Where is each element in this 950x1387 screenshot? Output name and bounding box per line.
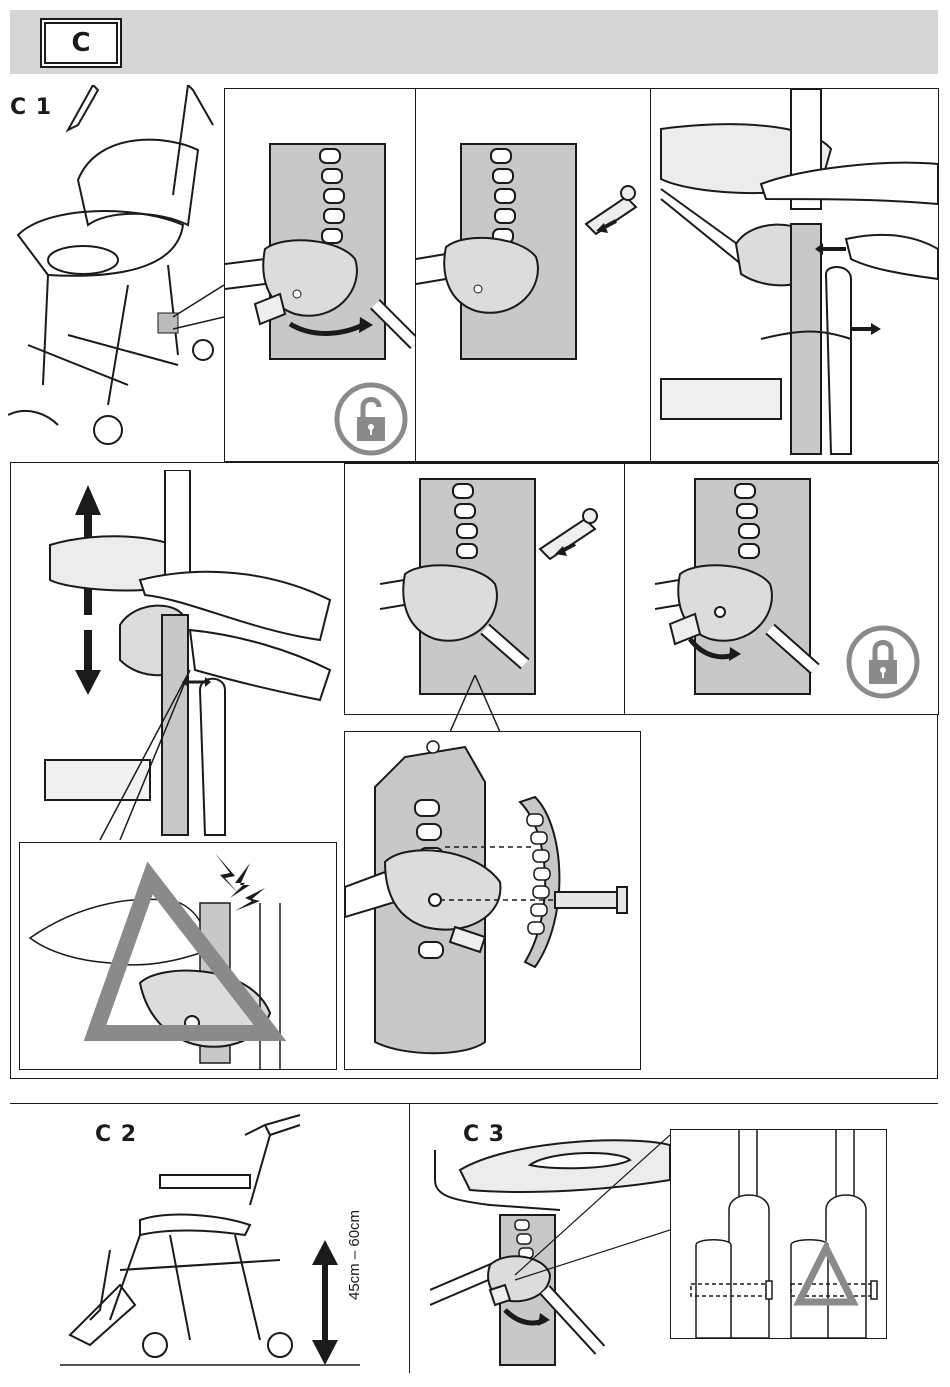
panel-pin-check	[670, 1129, 887, 1339]
section-label: C	[71, 28, 90, 58]
seat-bracket-illustration	[430, 1120, 670, 1370]
panel-exploded-detail	[344, 731, 641, 1070]
column-divider	[409, 1103, 410, 1373]
panel-pinch-warning	[19, 842, 337, 1070]
panel-remove-pin	[415, 88, 651, 462]
chair-overview-illustration	[8, 85, 224, 460]
padlock-open-icon	[333, 381, 409, 457]
padlock-closed-icon	[845, 624, 921, 700]
height-range-label: 45cm – 60cm	[346, 1210, 363, 1300]
callout-lines	[40, 470, 340, 850]
detail-callout-lines	[440, 670, 540, 740]
chair-side-view-illustration	[60, 1110, 370, 1370]
section-label-box: C	[40, 18, 122, 68]
section-divider	[10, 1103, 938, 1104]
panel-unlock-lever	[224, 88, 416, 462]
section-header-band	[10, 10, 938, 74]
panel-lock-lever	[624, 463, 939, 715]
panel-hold-seat-pull-frame	[650, 88, 939, 462]
